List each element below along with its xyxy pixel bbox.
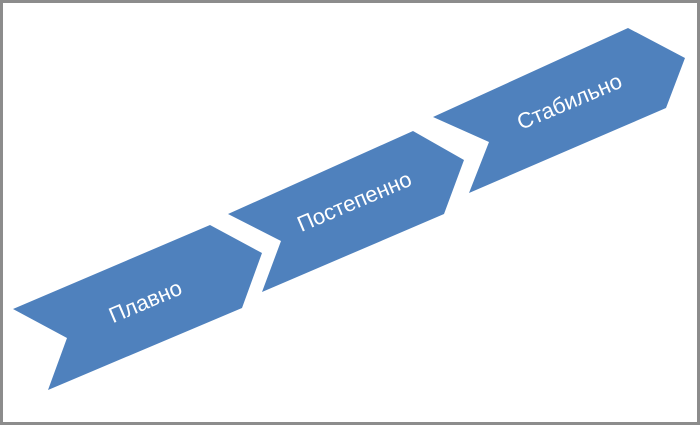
chevron-step-3: Стабильно [433, 28, 685, 193]
chevron-step-1: Плавно [13, 225, 262, 390]
chevron-shape-1 [13, 225, 262, 390]
chevron-shape-3 [433, 28, 685, 193]
chevron-process-diagram: Плавно Постепенно Стабильно [13, 28, 685, 390]
chevron-step-2: Постепенно [228, 131, 464, 292]
chevron-shape-2 [228, 131, 464, 292]
